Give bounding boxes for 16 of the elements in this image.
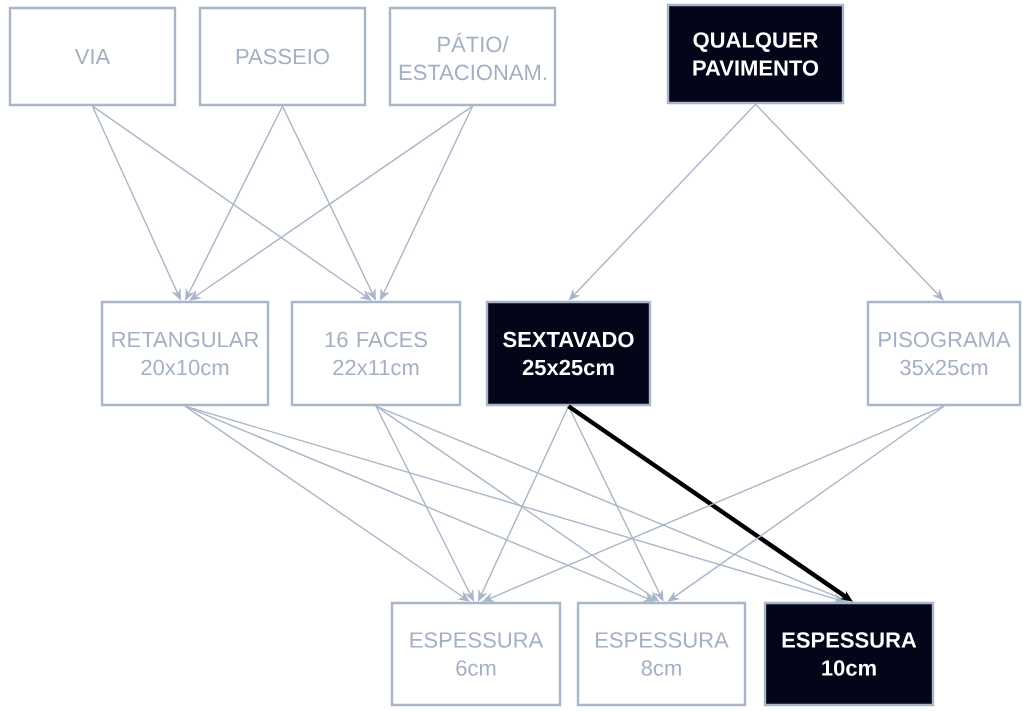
arrow [91,105,372,301]
category-box: PASSEIO [198,6,367,107]
category-box: SEXTAVADO 25x25cm [485,300,652,407]
arrow [754,103,944,301]
category-box: PÁTIO/ ESTACIONAM. [388,6,557,107]
category-box: PISOGRAMA 35x25cm [866,300,1022,407]
category-box: ESPESSURA 6cm [390,601,562,707]
arrow [189,105,474,301]
arrow [375,405,849,602]
category-box: ESPESSURA 8cm [576,601,747,707]
arrow [184,405,470,602]
category-box: RETANGULAR 20x10cm [100,300,270,407]
category-box: 16 FACES 22x11cm [290,300,462,407]
category-box: VIA [8,6,177,107]
category-box: ESPESSURA 10cm [763,601,935,707]
category-box: QUALQUER PAVIMENTO [666,3,845,105]
